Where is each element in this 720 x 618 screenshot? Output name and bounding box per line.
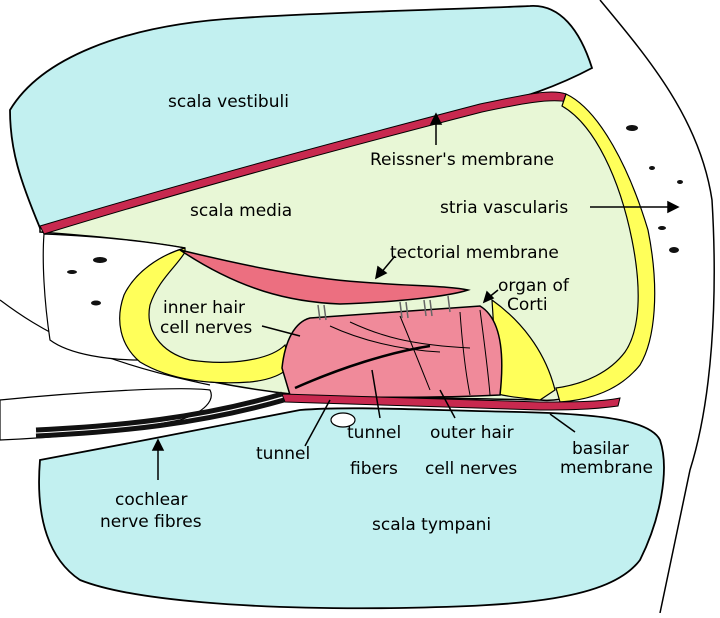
label-tunnel: tunnel bbox=[256, 444, 310, 464]
bone-mark bbox=[658, 226, 666, 230]
bone-mark bbox=[626, 125, 638, 131]
label-stria-vascularis: stria vascularis bbox=[440, 198, 568, 218]
label-inner-hair-cell-nerves-2: cell nerves bbox=[160, 318, 252, 338]
label-basilar-membrane-1: basilar bbox=[572, 439, 629, 459]
organ-of-corti bbox=[282, 306, 502, 397]
bone-mark bbox=[677, 180, 683, 184]
limbus-mark bbox=[91, 301, 101, 306]
bone-mark bbox=[649, 166, 655, 170]
label-outer-hair-cell-nerves-1: outer hair bbox=[430, 423, 514, 443]
label-scala-media: scala media bbox=[190, 201, 292, 221]
label-tectorial-membrane: tectorial membrane bbox=[390, 243, 559, 263]
label-inner-hair-cell-nerves-1: inner hair bbox=[163, 298, 245, 318]
limbus-mark bbox=[93, 257, 107, 263]
label-organ-of-corti-1: organ of bbox=[498, 276, 570, 296]
label-basilar-membrane-2: membrane bbox=[560, 458, 653, 478]
bone-mark bbox=[669, 247, 679, 253]
label-tunnel-fibers-1: tunnel bbox=[347, 423, 401, 443]
label-scala-vestibuli: scala vestibuli bbox=[168, 92, 289, 112]
limbus-mark bbox=[67, 270, 77, 274]
label-organ-of-corti-2: Corti bbox=[507, 295, 548, 315]
label-tunnel-fibers-2: fibers bbox=[350, 459, 398, 479]
label-scala-tympani: scala tympani bbox=[372, 515, 491, 535]
label-outer-hair-cell-nerves-2: cell nerves bbox=[425, 459, 517, 479]
label-cochlear-nerve-fibres-2: nerve fibres bbox=[100, 512, 202, 532]
label-cochlear-nerve-fibres-1: cochlear bbox=[115, 490, 187, 510]
label-reissners-membrane: Reissner's membrane bbox=[370, 150, 554, 170]
